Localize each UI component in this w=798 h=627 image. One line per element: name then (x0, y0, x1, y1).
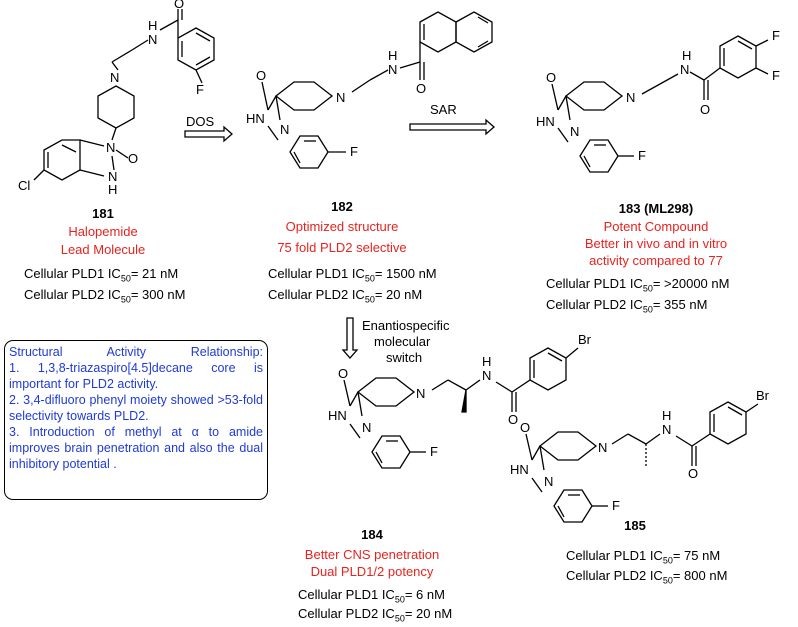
structure-182: O H N N O HN N F (246, 11, 493, 169)
atom-br: Br (578, 332, 592, 347)
compound-181-note-2: Lead Molecule (60, 242, 146, 257)
compound-183-id: 183 (ML298) (618, 201, 694, 216)
compound-183-pld1: Cellular PLD1 IC50= >20000 nM (546, 276, 730, 294)
compound-183-note-3: activity compared to 77 (589, 253, 723, 268)
atom-f: F (430, 444, 438, 459)
atom-n: N (626, 90, 635, 105)
atom-n: N (544, 474, 553, 489)
compound-183-note-2: Better in vivo and in vitro (584, 236, 728, 251)
atom-o: O (416, 81, 426, 96)
compound-182-id: 182 (331, 199, 353, 214)
enantio-label-3: switch (386, 350, 422, 365)
atom-h: H (482, 354, 491, 369)
compound-181-id: 181 (92, 206, 114, 221)
atom-f: F (772, 28, 780, 43)
atom-n: N (388, 62, 397, 77)
compound-181-pld2: Cellular PLD2 IC50= 300 nM (24, 287, 186, 305)
enantio-label-1: Enantiospecific (362, 318, 450, 333)
atom-f: F (612, 498, 620, 513)
structure-185: Br O H N N O HN N F (510, 388, 770, 523)
sar-point-2: 2. 3,4-difluoro phenyl moiety showed >53… (9, 393, 263, 423)
atom-n: N (362, 420, 371, 435)
atom-hn: HN (246, 111, 265, 126)
atom-n: N (680, 62, 689, 77)
atom-n: N (108, 169, 117, 184)
atom-h: H (148, 18, 157, 33)
sar-arrow: SAR (409, 102, 495, 136)
atom-n: N (662, 422, 671, 437)
atom-o: O (128, 151, 138, 166)
enantio-arrow: Enantiospecific molecular switch (341, 317, 450, 365)
compound-182-pld2: Cellular PLD2 IC50= 20 nM (268, 287, 423, 305)
atom-h: H (682, 48, 691, 63)
atom-n: N (280, 122, 289, 137)
compound-182-note-1: Optimized structure (285, 219, 399, 234)
atom-n: N (570, 124, 579, 139)
compound-183-note-1: Potent Compound (603, 219, 709, 234)
atom-hn: HN (536, 114, 555, 129)
compound-181-note-1: Halopemide (68, 224, 138, 239)
sar-point-3: 3. Introduction of methyl at α to amide … (9, 425, 263, 471)
compound-184-pld2: Cellular PLD2 IC50= 20 nM (298, 606, 453, 624)
atom-br: Br (756, 388, 770, 403)
atom-n: N (110, 70, 119, 85)
atom-f: F (350, 144, 358, 159)
sar-summary-box: Structural Activity Relationship: 1. 1,3… (4, 340, 268, 500)
atom-f: F (196, 82, 204, 97)
sar-title: Structural Activity Relationship: (9, 345, 263, 359)
compound-184-note-2: Dual PLD1/2 potency (310, 564, 434, 579)
atom-o: O (546, 70, 556, 85)
enantio-label-2: molecular (374, 334, 431, 349)
atom-o: O (700, 102, 710, 117)
atom-f: F (772, 68, 780, 83)
atom-h: H (388, 48, 397, 63)
atom-o: O (256, 68, 266, 83)
compound-185-id: 185 (624, 518, 646, 533)
atom-n: N (416, 386, 425, 401)
sar-label: SAR (430, 102, 457, 117)
atom-n: N (148, 32, 157, 47)
atom-h: H (662, 408, 671, 423)
compound-184-id: 184 (361, 527, 383, 542)
atom-n: N (106, 140, 115, 155)
compound-184-note-1: Better CNS penetration (304, 547, 440, 562)
structure-183: F F O H N N O HN N F (536, 28, 780, 173)
atom-o: O (688, 466, 698, 481)
atom-cl: Cl (18, 178, 30, 193)
atom-o: O (508, 412, 518, 427)
compound-185-pld1: Cellular PLD1 IC50= 75 nM (566, 548, 721, 566)
compound-182-note-2: 75 fold PLD2 selective (277, 240, 407, 255)
atom-hn: HN (328, 408, 347, 423)
compound-182-pld1: Cellular PLD1 IC50= 1500 nM (268, 266, 437, 284)
atom-o: O (338, 366, 348, 381)
dos-label: DOS (186, 114, 215, 129)
structure-181: F O H N N N O N H Cl (18, 0, 215, 197)
atom-n: N (482, 368, 491, 383)
atom-hn: HN (510, 462, 529, 477)
structure-184: Br O H N N O HN N F (328, 332, 592, 469)
atom-o: O (174, 0, 184, 11)
compound-183-pld2: Cellular PLD2 IC50= 355 nM (546, 297, 708, 315)
dos-arrow: DOS (184, 114, 233, 143)
compound-181-pld1: Cellular PLD1 IC50= 21 nM (24, 266, 179, 284)
compound-184-pld1: Cellular PLD1 IC50= 6 nM (298, 587, 445, 605)
compound-185-pld2: Cellular PLD2 IC50= 800 nM (566, 568, 728, 586)
atom-n: N (598, 440, 607, 455)
atom-n: N (336, 90, 345, 105)
atom-o: O (520, 420, 530, 435)
sar-point-1: 1. 1,3,8-triazaspiro[4.5]decane core is … (9, 361, 263, 391)
atom-f: F (638, 148, 646, 163)
atom-h: H (108, 182, 117, 197)
